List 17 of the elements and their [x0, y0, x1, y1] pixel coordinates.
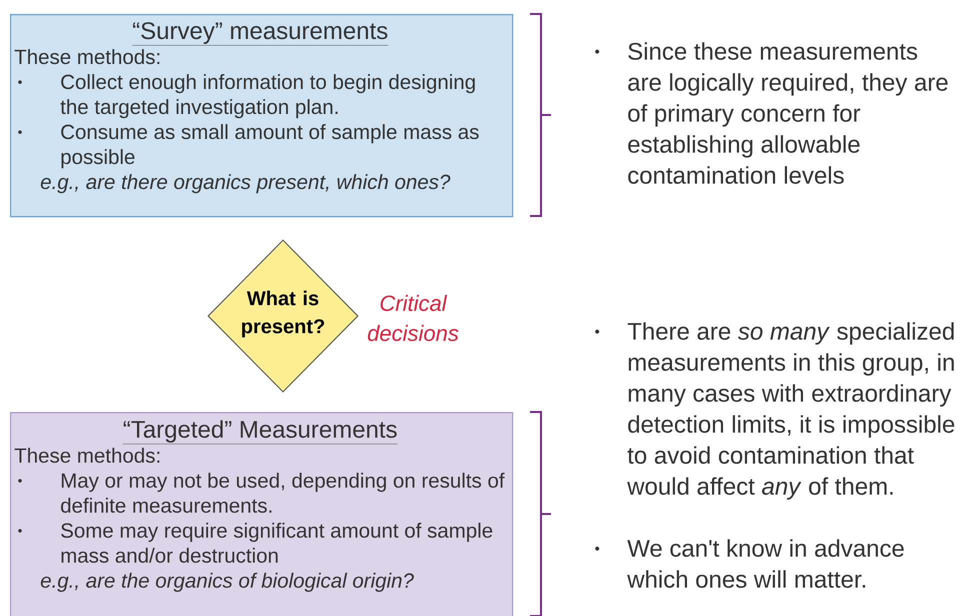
- bullet-item: Collect enough information to begin designing the targeted investigation plan.: [60, 74, 475, 118]
- method-box: [10, 14, 514, 218]
- decision-note: Critical decisions: [368, 294, 458, 342]
- box-heading: “Targeted” Measurements: [122, 420, 398, 444]
- bullet-item: Consume as small amount of sample mass as possible: [61, 124, 479, 168]
- bullet-item: Some may require significant amount of sample mass and/or destruction: [61, 522, 492, 563]
- bullet-item: May or may not be used, depending on results of definite measurements.: [61, 472, 505, 513]
- example-text: e.g., are there organics present, which ones?: [40, 174, 450, 194]
- bullet-text: Since these measurements are logically required, they are of primary concern for establishing allowable contamination levels: [628, 42, 948, 184]
- intro-text: These methods:: [14, 49, 160, 64]
- example-text: e.g., are the organics of biological origin?: [40, 572, 414, 592]
- decision-text: What is present?: [242, 290, 324, 338]
- box-heading: “Survey” measurements: [132, 22, 388, 46]
- method-box: [10, 412, 514, 616]
- intro-text: These methods:: [14, 448, 160, 463]
- bullet-text: There are so many specialized measurements in this group, in many cases with extraordinary detection limits, it is impossible to avoid contamination that would affect any of them.: [627, 322, 954, 500]
- bullet-text: We can't know in advance which ones will matter.: [627, 539, 904, 588]
